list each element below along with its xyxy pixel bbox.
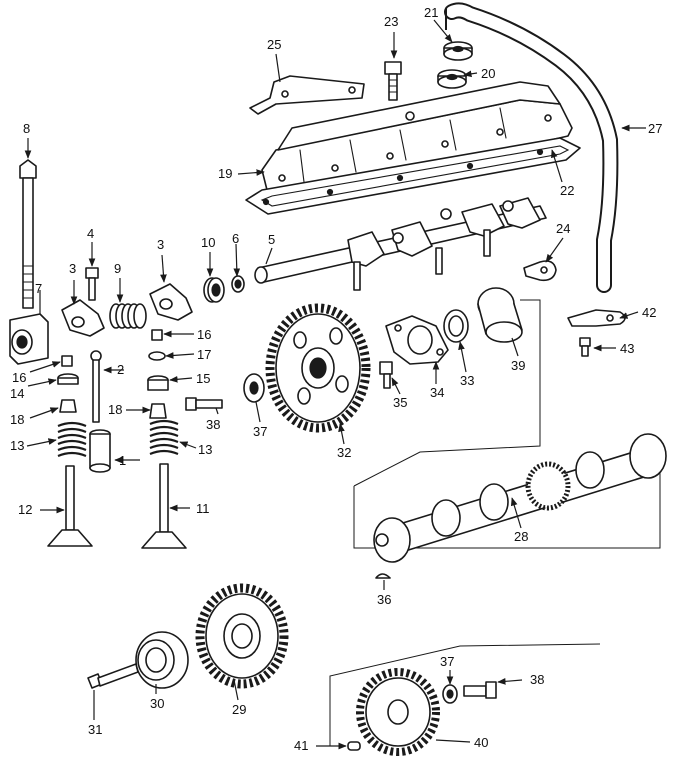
callout-4: 4 [87, 226, 94, 241]
rocker-arm-left [61, 299, 105, 337]
callout-23: 23 [384, 14, 398, 29]
callout-24: 24 [556, 221, 570, 236]
callout-2: 2 [117, 362, 124, 377]
shaft-support [9, 313, 49, 365]
callout-11: 11 [196, 501, 210, 516]
callout-12: 12 [18, 502, 32, 517]
rocker-arm-a [347, 231, 385, 291]
callout-39: 39 [511, 358, 525, 373]
callout-36: 36 [377, 592, 391, 607]
retainer-plate [567, 309, 626, 327]
detail-box [353, 299, 661, 549]
callout-labels: 1 2 3 3 4 5 6 7 8 9 10 11 12 13 13 14 15… [10, 5, 662, 753]
crank-hub [135, 631, 189, 689]
callout-13-center: 13 [198, 442, 212, 457]
rocker-arm-center [149, 283, 193, 321]
spacer [203, 277, 225, 303]
callout-18-left: 18 [10, 412, 24, 427]
detail-box-lower [329, 643, 601, 746]
rocker-arm-b [391, 221, 443, 275]
woodruff-key [375, 573, 391, 579]
callout-41: 41 [294, 738, 308, 753]
callout-14: 14 [10, 386, 24, 401]
washer-small [231, 275, 245, 293]
callout-42: 42 [642, 305, 656, 320]
drive-gear-lower [356, 668, 440, 756]
callout-29: 29 [232, 702, 246, 717]
small-bolt [85, 267, 99, 301]
callout-40: 40 [474, 735, 488, 750]
long-bolt [19, 159, 37, 309]
callout-32: 32 [337, 445, 351, 460]
tube-clip [523, 260, 557, 282]
spacer-ring [443, 309, 469, 343]
callout-30: 30 [150, 696, 164, 711]
camshaft [373, 433, 667, 563]
callout-5: 5 [268, 232, 275, 247]
callout-15: 15 [196, 371, 210, 386]
gear-washer-lower [442, 684, 458, 704]
callout-25: 25 [267, 37, 281, 52]
crank-bolt [87, 663, 139, 689]
rocker-cover-gasket [245, 137, 581, 215]
callout-1: 1 [119, 453, 126, 468]
gear-bolt-upper [185, 397, 223, 411]
push-rod [90, 350, 102, 423]
callout-8: 8 [23, 121, 30, 136]
callout-34: 34 [430, 385, 444, 400]
callout-3-left: 3 [69, 261, 76, 276]
callout-3-center: 3 [157, 237, 164, 252]
callout-13-left: 13 [10, 438, 24, 453]
tappet [89, 429, 111, 473]
cap-grommet [443, 41, 473, 61]
callout-19: 19 [218, 166, 232, 181]
spacer-sleeve [477, 287, 523, 343]
leader-lines [24, 19, 646, 750]
cover-bolt [384, 61, 402, 101]
callout-22: 22 [560, 183, 574, 198]
callout-37-upper: 37 [253, 424, 267, 439]
cap-seal [437, 69, 467, 89]
gear-washer-upper [243, 373, 265, 403]
rocker-spring [109, 303, 147, 329]
callout-21: 21 [424, 5, 438, 20]
callout-28: 28 [514, 529, 528, 544]
thrust-plate [385, 315, 449, 365]
rocker-shaft-assembly [254, 197, 547, 291]
cover-bracket [249, 75, 365, 115]
callout-10: 10 [201, 235, 215, 250]
callout-17: 17 [197, 347, 211, 362]
rocker-arm-c [461, 203, 505, 257]
callout-35: 35 [393, 395, 407, 410]
valve-stack-left [47, 355, 93, 547]
plate-screw [579, 337, 591, 357]
callout-37-lower: 37 [440, 654, 454, 669]
camshaft-gear [265, 303, 371, 433]
callout-27: 27 [648, 121, 662, 136]
dowel-pin [347, 741, 361, 751]
callout-38-upper: 38 [206, 417, 220, 432]
valve-stack-center [141, 329, 187, 549]
callout-20: 20 [481, 66, 495, 81]
callout-33: 33 [460, 373, 474, 388]
callout-6: 6 [232, 231, 239, 246]
callout-38-lower: 38 [530, 672, 544, 687]
callout-43: 43 [620, 341, 634, 356]
callout-9: 9 [114, 261, 121, 276]
callout-31: 31 [88, 722, 102, 737]
callout-16-center: 16 [197, 327, 211, 342]
callout-18-center: 18 [108, 402, 122, 417]
breather-tube [444, 2, 619, 293]
thrust-screw [379, 361, 393, 389]
gear-bolt-lower [463, 681, 497, 699]
crankshaft-gear [195, 583, 289, 689]
callout-16-left: 16 [12, 370, 26, 385]
callout-7: 7 [35, 281, 42, 296]
